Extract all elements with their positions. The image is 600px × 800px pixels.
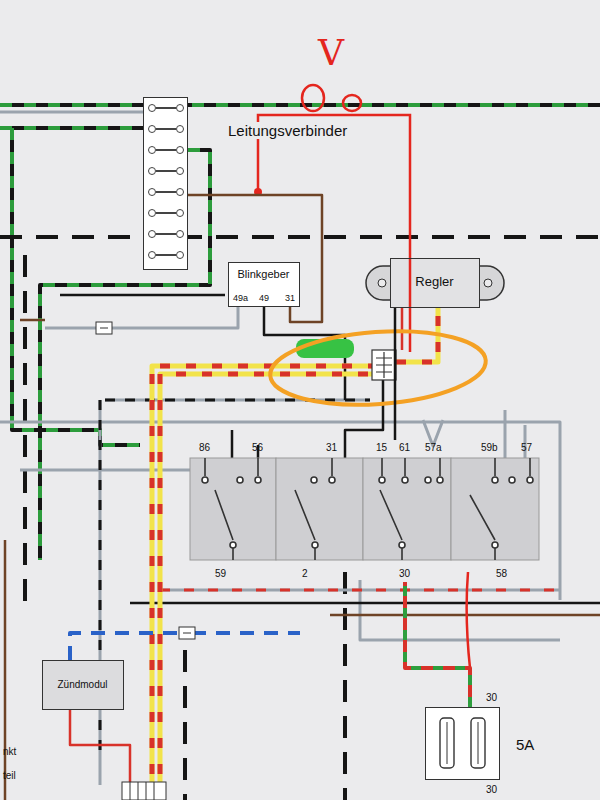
pin-number: 58 xyxy=(496,568,507,580)
pin-number: 56 xyxy=(252,442,263,454)
pin-number: 2 xyxy=(302,568,308,580)
part-label: Zündmodul xyxy=(57,679,107,691)
wire-path xyxy=(394,308,397,440)
wire-path xyxy=(188,195,322,322)
pin-number: 59b xyxy=(481,442,498,454)
part-label: Blinkgeber xyxy=(238,268,290,281)
pin-number: 49 xyxy=(259,293,269,303)
switch-section: 15 61 57a 30 xyxy=(363,440,451,582)
part-label: Leitungsverbinder xyxy=(226,122,349,139)
wire-connector xyxy=(405,582,470,707)
wire-connector xyxy=(395,308,396,440)
wires xyxy=(0,105,600,800)
wire-connector xyxy=(188,195,322,322)
pin-number: 49a xyxy=(233,293,248,303)
pin-number: 86 xyxy=(199,442,210,454)
part-label: nkt xyxy=(3,746,16,758)
switch-section: 59b 57 58 xyxy=(451,440,539,582)
pin-number: 59 xyxy=(215,568,226,580)
wire-path xyxy=(405,582,470,707)
pin-number: 30 xyxy=(399,568,410,580)
switch-section: 86 56 59 xyxy=(190,440,276,582)
regulator-box: Regler xyxy=(390,258,480,308)
part-label: Regler xyxy=(415,275,453,290)
pin-number: 31 xyxy=(285,293,295,303)
fuse-box: 5A xyxy=(425,707,500,780)
hand-annotation xyxy=(254,85,488,668)
part-bodies xyxy=(42,97,539,800)
highlight-blob xyxy=(296,339,354,358)
part-label: teil xyxy=(3,770,16,782)
ignition-module-box: Zündmodul xyxy=(42,660,124,710)
terminal-number: 30 xyxy=(484,784,499,796)
pin-number: 15 xyxy=(376,442,387,454)
hand-mark: V xyxy=(318,32,344,73)
switch-section: 31 2 xyxy=(276,440,363,582)
terminal-number: 30 xyxy=(484,692,499,704)
wire-connector-block: Leitungsverbinder xyxy=(143,97,188,270)
pin-number: 57a xyxy=(425,442,442,454)
fuse-rating: 5A xyxy=(514,736,536,753)
wire-path xyxy=(405,582,470,707)
pin-number: 31 xyxy=(326,442,337,454)
pin-number: 57 xyxy=(521,442,532,454)
flasher-relay-box: Blinkgeber 49a 49 31 xyxy=(228,262,300,307)
pin-number: 61 xyxy=(399,442,410,454)
